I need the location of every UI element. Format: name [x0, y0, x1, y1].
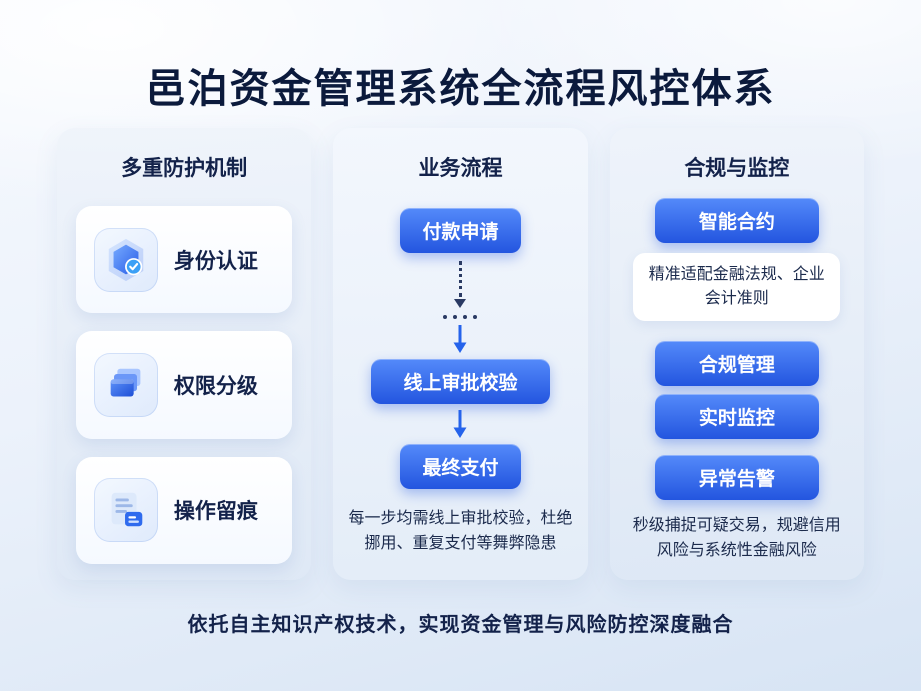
- page-title: 邑泊资金管理系统全流程风控体系: [145, 67, 776, 111]
- ellipsis-dots: [443, 315, 478, 319]
- panel-process: 业务流程 付款申请 线上审批校验 最终支付 每一步均需线上审批校验，杜绝挪用、重…: [333, 128, 588, 580]
- compliance-step-realtime-monitoring: 实时监控: [654, 394, 819, 440]
- process-note: 每一步均需线上审批校验，杜绝挪用、重复支付等舞弊隐患: [348, 510, 573, 552]
- flow-step-online-approval: 线上审批校验: [371, 359, 550, 404]
- identity-badge-check-icon: [93, 227, 158, 292]
- identity-badge-check-icon: [108, 238, 144, 281]
- document-trace-icon: [111, 493, 143, 527]
- panel-compliance-header: 合规与监控: [684, 157, 790, 180]
- card-label-identity: 身份认证: [173, 249, 258, 273]
- smart-contract-description: 精准适配金融法规、企业会计准则: [633, 253, 841, 321]
- arrowhead-down-icon: [454, 299, 467, 308]
- flow-step-final-payment: 最终支付: [400, 444, 521, 489]
- document-trace-icon: [93, 478, 158, 543]
- compliance-step-smart-contract: 智能合约: [654, 198, 819, 243]
- card-label-audit-trail: 操作留痕: [173, 500, 258, 524]
- panel-protection-header: 多重防护机制: [121, 157, 248, 180]
- dotted-arrow-connector: [454, 261, 467, 308]
- stacked-layers-icon: [110, 368, 141, 397]
- columns-row: 多重防护机制: [57, 128, 864, 580]
- protection-card-permissions: 权限分级: [75, 331, 293, 439]
- compliance-note: 秒级捕捉可疑交易，规避信用风险与系统性金融风险: [632, 517, 841, 560]
- flow-step-payment-request: 付款申请: [400, 208, 521, 253]
- dotted-line: [458, 261, 462, 297]
- compliance-step-compliance-management: 合规管理: [654, 341, 819, 386]
- arrow-down-icon: [453, 325, 467, 353]
- panel-protection: 多重防护机制: [57, 128, 312, 580]
- panel-process-header: 业务流程: [418, 157, 503, 180]
- panel-compliance: 合规与监控 智能合约 精准适配金融法规、企业会计准则 合规管理 实时监控 异常告…: [609, 128, 864, 580]
- stacked-layers-icon: [93, 352, 158, 417]
- protection-card-identity: 身份认证: [75, 206, 293, 314]
- compliance-step-anomaly-alert: 异常告警: [654, 455, 819, 501]
- protection-card-audit-trail: 操作留痕: [75, 456, 293, 564]
- footer-text: 依托自主知识产权技术，实现资金管理与风险防控深度融合: [187, 614, 734, 636]
- arrow-down-icon: [453, 410, 467, 438]
- card-label-permissions: 权限分级: [173, 374, 258, 398]
